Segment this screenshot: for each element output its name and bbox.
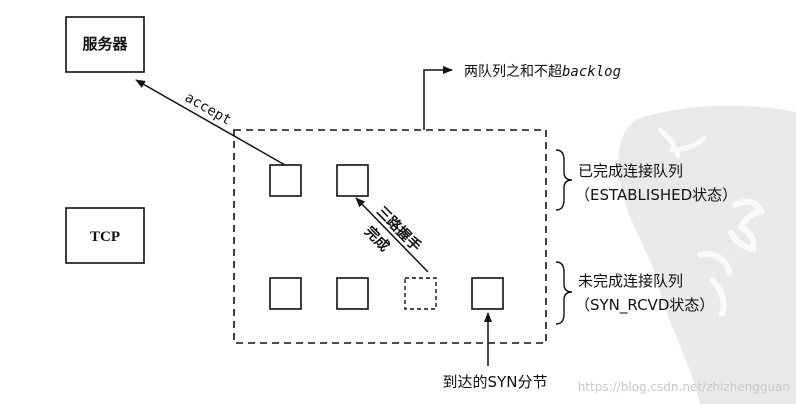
backlog-annotation-keyword: backlog xyxy=(562,64,621,80)
tcp-label: TCP xyxy=(90,229,120,245)
completed-queue-title: 已完成连接队列 xyxy=(578,162,683,180)
backlog-boundary xyxy=(233,129,547,344)
tcp-node xyxy=(65,207,145,264)
watermark-seal-icon xyxy=(618,105,796,404)
completed-queue-brace xyxy=(555,149,573,211)
watermark-url: https://blog.csdn.net/zhizhengguan xyxy=(578,380,790,394)
incomplete-slot-1 xyxy=(269,277,302,310)
completed-queue-state: （ESTABLISHED状态） xyxy=(575,186,737,204)
handshake-arrow xyxy=(355,197,429,273)
accept-label: accept xyxy=(182,90,234,129)
incomplete-queue-state: （SYN_RCVD状态） xyxy=(575,296,714,315)
incomplete-slot-pending xyxy=(404,277,437,310)
server-node xyxy=(65,16,145,73)
backlog-connector xyxy=(423,66,453,130)
completed-slot-2 xyxy=(336,164,369,197)
accept-arrow xyxy=(135,79,286,166)
completed-slot-1 xyxy=(269,164,302,197)
incomplete-slot-4 xyxy=(471,277,504,310)
incomplete-queue-brace xyxy=(555,261,573,325)
arriving-syn-label: 到达的SYN分节 xyxy=(443,373,548,391)
server-label: 服务器 xyxy=(82,35,128,53)
backlog-annotation-prefix: 两队列之和不超 xyxy=(464,64,562,80)
incomplete-queue-title: 未完成连接队列 xyxy=(578,272,683,290)
incomplete-slot-2 xyxy=(336,277,369,310)
backlog-annotation: 两队列之和不超backlog xyxy=(464,64,621,80)
